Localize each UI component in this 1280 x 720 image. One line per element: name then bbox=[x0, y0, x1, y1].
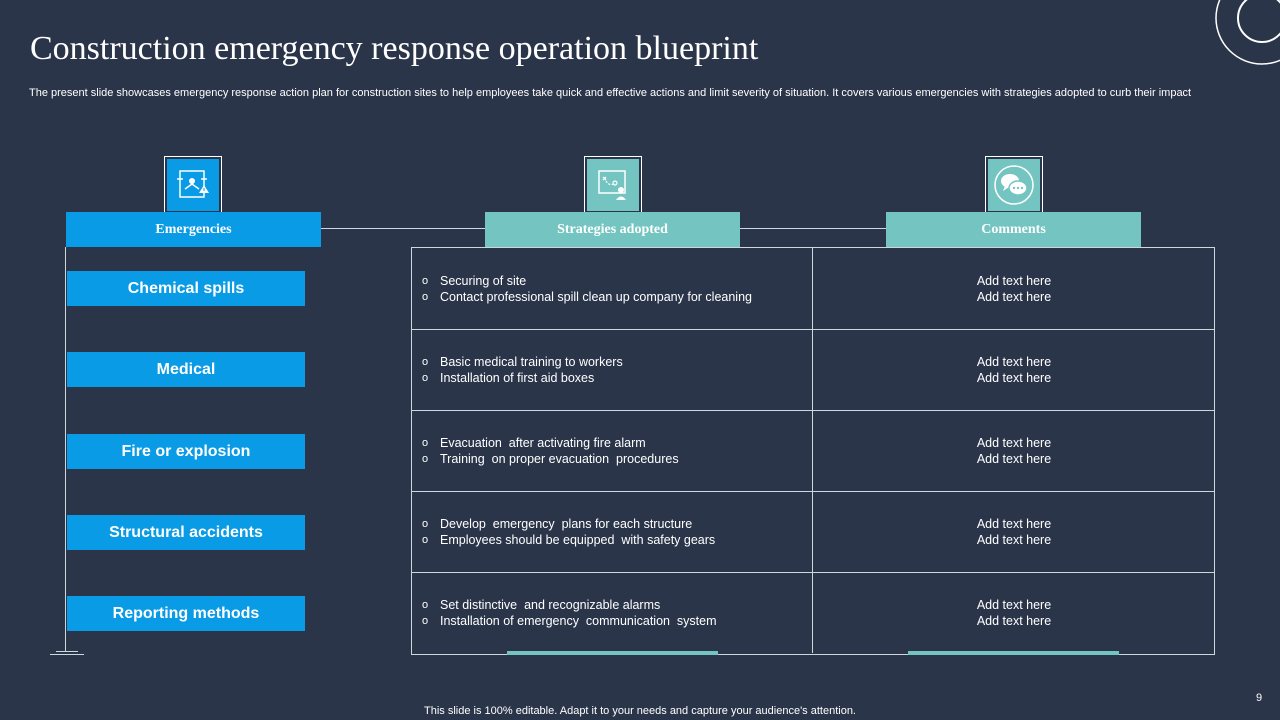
emergency-fire-or-explosion: Fire or explosion bbox=[67, 434, 305, 469]
strategy-text: Set distinctive and recognizable alarms bbox=[440, 598, 661, 612]
bullet-mark: o bbox=[422, 437, 429, 449]
emergency-structural-accidents: Structural accidents bbox=[67, 515, 305, 550]
accent-bar bbox=[908, 651, 1119, 655]
strategy-item: o Installation of emergency communication… bbox=[422, 613, 812, 629]
emergency-chemical-spills: Chemical spills bbox=[67, 271, 305, 306]
strategy-text: Securing of site bbox=[440, 273, 527, 288]
emergency-medical: Medical bbox=[67, 352, 305, 387]
strategy-text: Training on proper evacuation procedures bbox=[440, 452, 679, 466]
comment-text: Add text here bbox=[976, 273, 1052, 288]
strategy-item: o Installation of first aid boxes bbox=[422, 370, 812, 386]
bullet-mark: o bbox=[422, 356, 429, 368]
strategy-text: Installation of first aid boxes bbox=[440, 371, 595, 385]
table-row: o Set distinctive and recognizable alarms… bbox=[412, 572, 1214, 653]
emergencies-icon-box bbox=[164, 156, 222, 214]
bullet-mark: o bbox=[422, 372, 429, 384]
footer-note: This slide is 100% editable. Adapt it to… bbox=[424, 705, 856, 717]
strategy-item: o Evacuation after activating fire alarm bbox=[422, 435, 812, 451]
strategies-icon-box bbox=[584, 156, 642, 214]
base-line bbox=[56, 651, 78, 652]
bullet-mark: o bbox=[422, 534, 429, 546]
chat-bubbles-icon bbox=[988, 159, 1040, 211]
comment-text: Add text here bbox=[976, 371, 1052, 385]
connector-line bbox=[740, 228, 886, 229]
page-subtitle: The present slide showcases emergency re… bbox=[29, 87, 1192, 99]
bullet-mark: o bbox=[422, 290, 429, 303]
comment-text: Add text here bbox=[976, 355, 1052, 369]
construction-hazard-icon bbox=[167, 159, 219, 211]
strategy-item: o Training on proper evacuation procedure… bbox=[422, 451, 812, 467]
bullet-mark: o bbox=[422, 599, 429, 611]
strategy-item: o Basic medical training to workers bbox=[422, 354, 812, 370]
strategy-text: Evacuation after activating fire alarm bbox=[440, 436, 646, 450]
vertical-connector bbox=[65, 247, 66, 652]
strategy-cell: o Set distinctive and recognizable alarms… bbox=[412, 573, 813, 653]
table-row: o Develop emergency plans for each struct… bbox=[412, 491, 1214, 572]
comment-cell: Add text here Add text here bbox=[814, 573, 1214, 653]
comment-text: Add text here bbox=[976, 289, 1052, 304]
strategy-item: o Contact professional spill clean up com… bbox=[422, 289, 812, 305]
comment-cell: Add text here Add text here bbox=[814, 411, 1214, 491]
bullet-mark: o bbox=[422, 274, 429, 287]
comment-text: Add text here bbox=[976, 598, 1052, 612]
accent-bar bbox=[507, 651, 718, 655]
bullet-mark: o bbox=[422, 453, 429, 465]
decorative-circles bbox=[1215, 0, 1280, 65]
connector-line bbox=[321, 228, 485, 229]
comment-text: Add text here bbox=[976, 533, 1052, 547]
comment-text: Add text here bbox=[976, 452, 1052, 466]
bullet-mark: o bbox=[422, 518, 429, 530]
comment-cell: Add text here Add text here bbox=[814, 248, 1214, 329]
strategy-text: Develop emergency plans for each structu… bbox=[440, 517, 693, 531]
strategy-text: Installation of emergency communication … bbox=[440, 614, 717, 628]
strategy-board-icon bbox=[587, 159, 639, 211]
page-number: 9 bbox=[1256, 692, 1263, 704]
strategy-cell: o Develop emergency plans for each struct… bbox=[412, 492, 813, 572]
strategy-text: Employees should be equipped with safety… bbox=[440, 533, 716, 547]
strategy-text: Basic medical training to workers bbox=[440, 355, 623, 369]
page-title: Construction emergency response operatio… bbox=[30, 30, 759, 67]
comment-text: Add text here bbox=[976, 517, 1052, 531]
strategy-item: o Develop emergency plans for each struct… bbox=[422, 516, 812, 532]
strategy-item: o Employees should be equipped with safet… bbox=[422, 532, 812, 548]
comment-cell: Add text here Add text here bbox=[814, 330, 1214, 410]
comments-icon-box bbox=[985, 156, 1043, 214]
strategy-text: Contact professional spill clean up comp… bbox=[440, 289, 752, 304]
comment-text: Add text here bbox=[976, 614, 1052, 628]
comment-cell: Add text here Add text here bbox=[814, 492, 1214, 572]
header-strategies: Strategies adopted bbox=[485, 212, 740, 247]
header-emergencies: Emergencies bbox=[66, 212, 321, 247]
comment-text: Add text here bbox=[976, 436, 1052, 450]
base-line bbox=[50, 654, 84, 655]
emergency-reporting-methods: Reporting methods bbox=[67, 596, 305, 631]
strategy-item: o Securing of site bbox=[422, 273, 812, 289]
strategy-item: o Set distinctive and recognizable alarms bbox=[422, 597, 812, 613]
bullet-mark: o bbox=[422, 615, 429, 627]
header-comments: Comments bbox=[886, 212, 1141, 247]
